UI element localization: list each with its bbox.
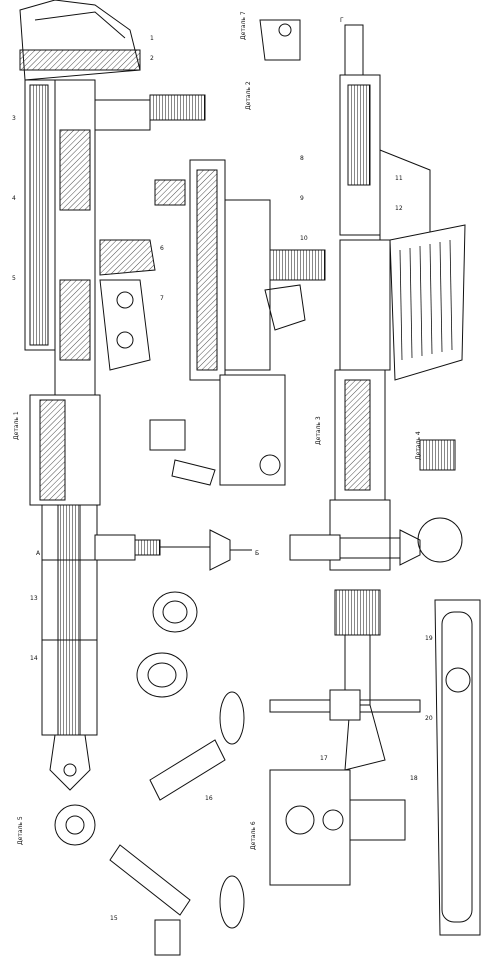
left-assembly <box>19 0 206 791</box>
detail-label-1: Деталь 1 <box>13 411 20 440</box>
callout-5: 5 <box>12 275 16 282</box>
callout-13: 13 <box>30 595 38 602</box>
callout-1: 1 <box>150 35 154 42</box>
lower-right-assembly <box>269 599 481 936</box>
detail-label-3: Деталь 3 <box>315 416 322 445</box>
detail-label-2: Деталь 2 <box>245 81 252 110</box>
detail-label-7: Деталь 7 <box>240 11 247 40</box>
callout-7: 7 <box>160 295 164 302</box>
callout-4: 4 <box>12 195 16 202</box>
callout-9: 9 <box>300 195 304 202</box>
callout-16: 16 <box>205 795 213 802</box>
detail-label-5: Деталь 5 <box>17 816 24 845</box>
detail-label-4: Деталь 4 <box>415 431 422 460</box>
callout-18: 18 <box>410 775 418 782</box>
callout-6: 6 <box>160 245 164 252</box>
callout-19: 19 <box>425 635 433 642</box>
callout-11: 11 <box>395 175 403 182</box>
callout-numbers: 1 2 3 4 5 6 7 8 9 10 11 12 13 14 15 16 1… <box>12 35 433 922</box>
callout-14: 14 <box>30 655 38 662</box>
section-mark-b: Б <box>255 550 259 557</box>
loose-parts <box>54 439 456 956</box>
cross-assembly <box>94 529 421 721</box>
callout-15: 15 <box>110 915 118 922</box>
callout-2: 2 <box>150 55 154 62</box>
callout-12: 12 <box>395 205 403 212</box>
callout-3: 3 <box>12 115 16 122</box>
detail-label-6: Деталь 6 <box>250 821 257 850</box>
callout-10: 10 <box>300 235 308 242</box>
section-marks: A Б Г <box>36 17 344 557</box>
callout-8: 8 <box>300 155 304 162</box>
center-assembly <box>149 159 326 486</box>
detail-labels: Деталь 1 Деталь 2 Деталь 3 Деталь 4 Дета… <box>13 11 422 850</box>
right-assembly <box>259 19 466 771</box>
callout-17: 17 <box>320 755 328 762</box>
section-mark-a: A <box>36 550 41 557</box>
section-mark-c: Г <box>340 17 344 24</box>
callout-20: 20 <box>425 715 433 722</box>
